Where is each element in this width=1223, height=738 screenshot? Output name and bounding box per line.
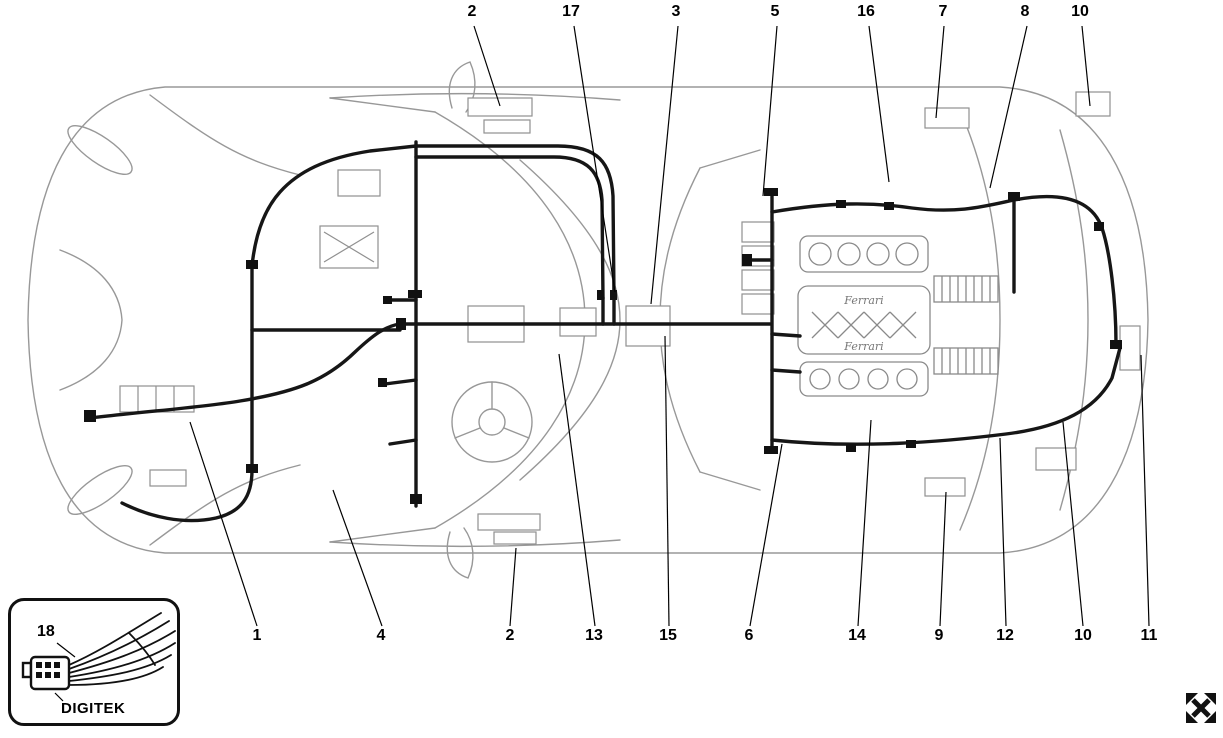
part-callout[interactable]: 7 <box>938 3 948 20</box>
part-callout[interactable]: 18 <box>37 623 55 640</box>
part-callout[interactable]: 5 <box>770 3 780 20</box>
component-boxes <box>119 91 1141 545</box>
engine-assembly: Ferrari Ferrari <box>797 235 999 397</box>
part-callout[interactable]: 10 <box>1074 627 1092 644</box>
callout-leader-lines <box>189 25 1150 627</box>
digitek-inset-box: 18 DIGITEK <box>8 598 180 726</box>
wiring-harness <box>88 140 1122 523</box>
expand-arrows-icon[interactable] <box>1183 690 1219 726</box>
part-callout[interactable]: 15 <box>659 627 677 644</box>
part-callout[interactable]: 12 <box>996 627 1014 644</box>
engine-brand-text: Ferrari <box>843 340 883 353</box>
part-callout[interactable]: 16 <box>857 3 875 20</box>
part-callout[interactable]: 2 <box>467 3 477 20</box>
part-callout[interactable]: 11 <box>1140 627 1158 644</box>
part-callout[interactable]: 1 <box>252 627 262 644</box>
part-callout[interactable]: 17 <box>562 3 580 20</box>
part-callout[interactable]: 2 <box>505 627 515 644</box>
digitek-brand-label: DIGITEK <box>61 700 126 717</box>
part-callout[interactable]: 4 <box>376 627 386 644</box>
connector-illustration <box>21 612 176 702</box>
harness-connectors <box>84 188 1122 504</box>
engine-brand-text: Ferrari <box>843 294 883 307</box>
part-callout[interactable]: 13 <box>585 627 603 644</box>
part-callout[interactable]: 10 <box>1071 3 1089 20</box>
part-callout[interactable]: 3 <box>671 3 681 20</box>
part-callout[interactable]: 6 <box>744 627 754 644</box>
part-callout[interactable]: 14 <box>848 627 866 644</box>
part-callout[interactable]: 8 <box>1020 3 1030 20</box>
part-callout[interactable]: 9 <box>934 627 944 644</box>
